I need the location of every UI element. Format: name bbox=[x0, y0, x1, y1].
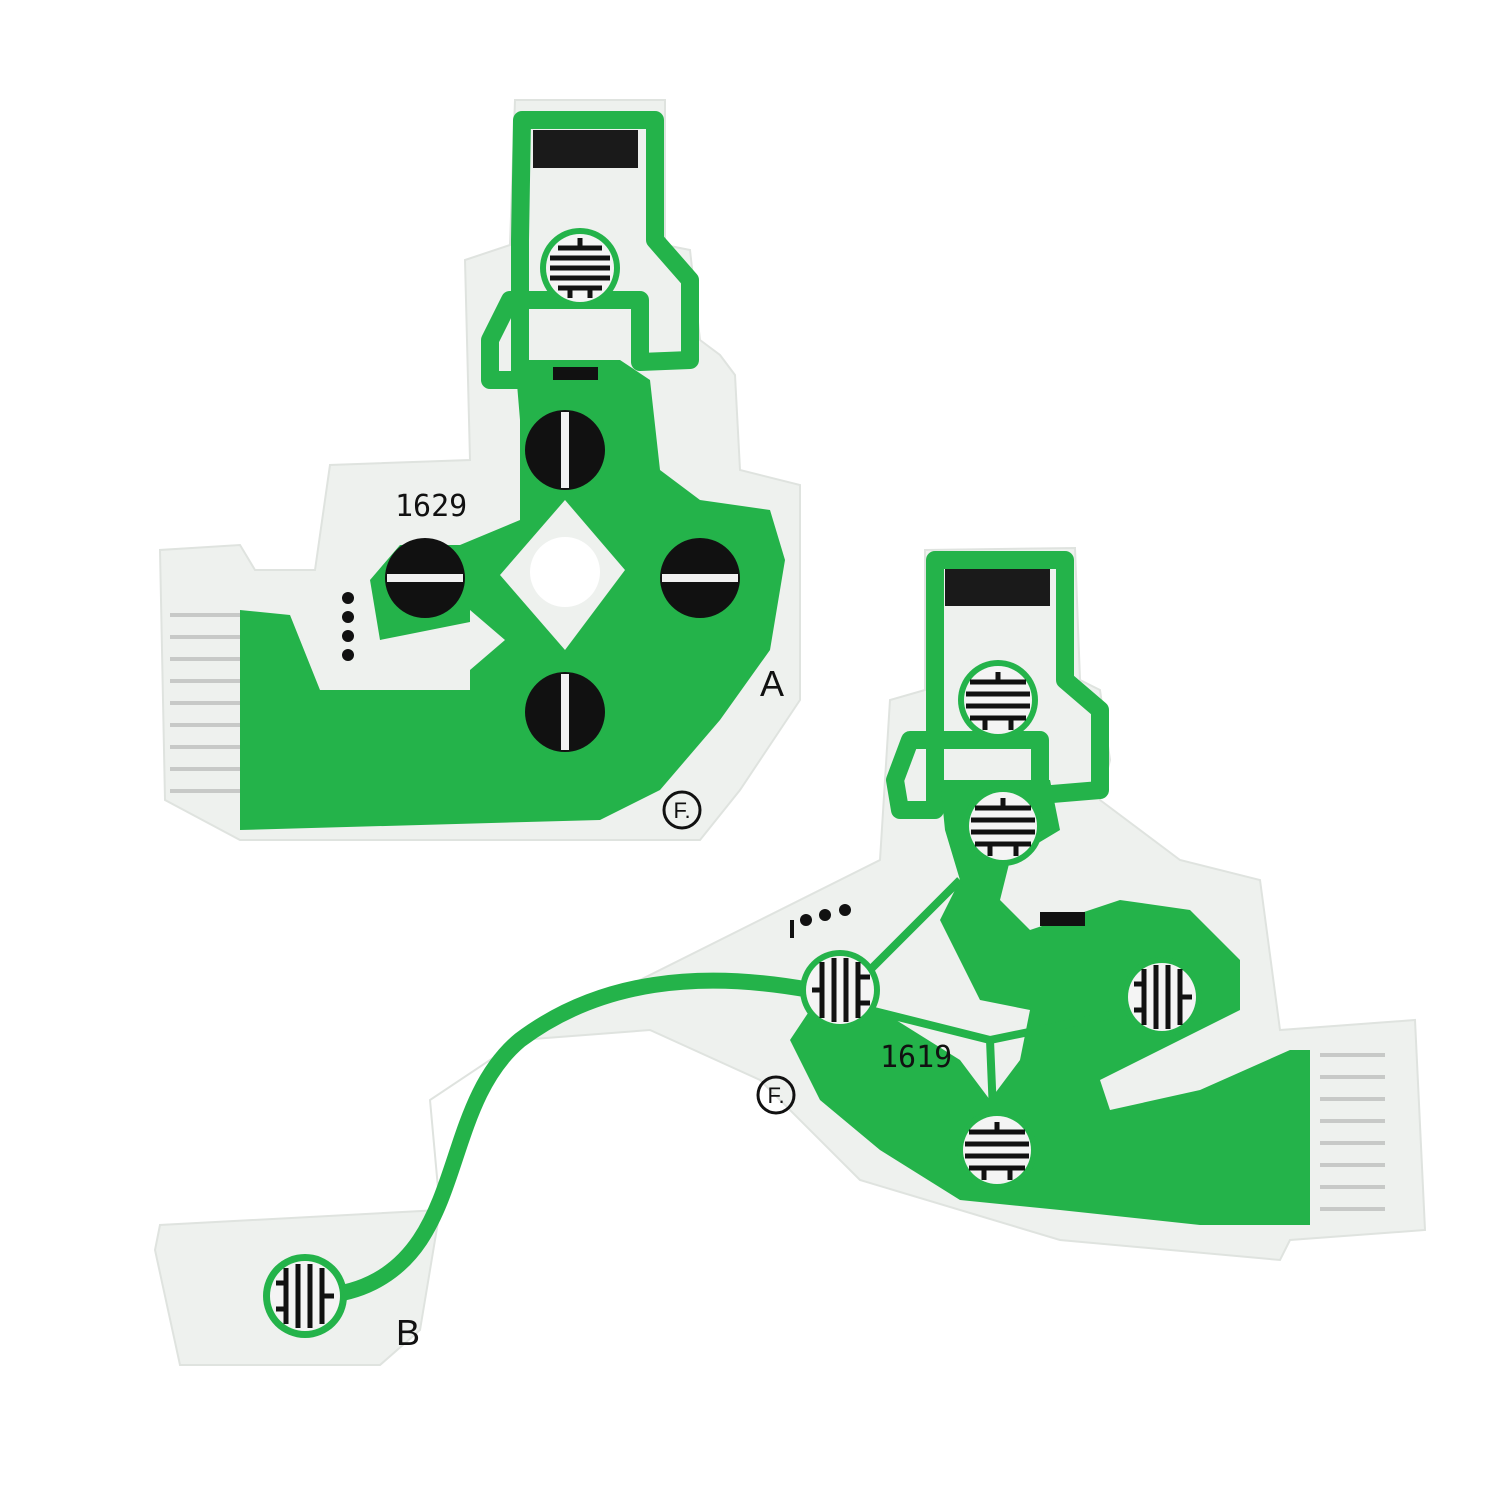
board-b-top-contact-bar bbox=[945, 568, 1050, 606]
board-a-maze-contact bbox=[540, 228, 620, 308]
board-b-maze-contact-middle bbox=[963, 786, 1043, 866]
board-b-maze-contact-bottom bbox=[957, 1110, 1037, 1190]
board-b-long-trace bbox=[322, 972, 818, 1303]
board-a-dpad-contact-down bbox=[525, 672, 605, 752]
board-b-label: B bbox=[396, 1312, 420, 1353]
board-a-code: 1629 bbox=[395, 489, 467, 524]
board-b-trace-body bbox=[790, 780, 1310, 1225]
board-a-logo-text: F. bbox=[673, 798, 690, 823]
board-a-connector-pins bbox=[170, 613, 240, 793]
board-a-top-contact-bar bbox=[533, 130, 638, 168]
board-b-trace-frame bbox=[886, 551, 1109, 819]
flex-membrane-board-a: F. 1629 A bbox=[158, 99, 801, 841]
flex-membrane-board-b: F. 1619 B bbox=[153, 546, 1427, 1366]
board-b-maze-contact-left bbox=[800, 950, 880, 1030]
board-b-small-contact-bar bbox=[1040, 912, 1085, 926]
board-b-connector-pins bbox=[1320, 1053, 1385, 1211]
board-a-dot-marks bbox=[342, 592, 354, 661]
board-a-logo: F. bbox=[662, 790, 702, 830]
board-b-code: 1619 bbox=[880, 1040, 952, 1075]
board-b-maze-contact-far-left bbox=[263, 1254, 347, 1338]
board-a-dpad-contact-right bbox=[660, 538, 740, 618]
board-a-cutout-left bbox=[470, 610, 505, 670]
board-b-logo: F. bbox=[756, 1075, 796, 1115]
board-a-label: A bbox=[760, 663, 784, 704]
board-a-dpad-contact-left bbox=[385, 538, 465, 618]
board-b-logo-text: F. bbox=[767, 1083, 784, 1108]
board-a-dpad-contact-up bbox=[525, 410, 605, 490]
board-b-maze-contact-right bbox=[1122, 957, 1202, 1037]
board-b-maze-contact-top bbox=[958, 660, 1038, 740]
board-a-trace-body bbox=[240, 360, 785, 830]
board-b-dot-marks bbox=[790, 904, 851, 938]
board-a-small-contact-bar bbox=[553, 367, 598, 380]
board-a-center-hole bbox=[530, 537, 600, 607]
